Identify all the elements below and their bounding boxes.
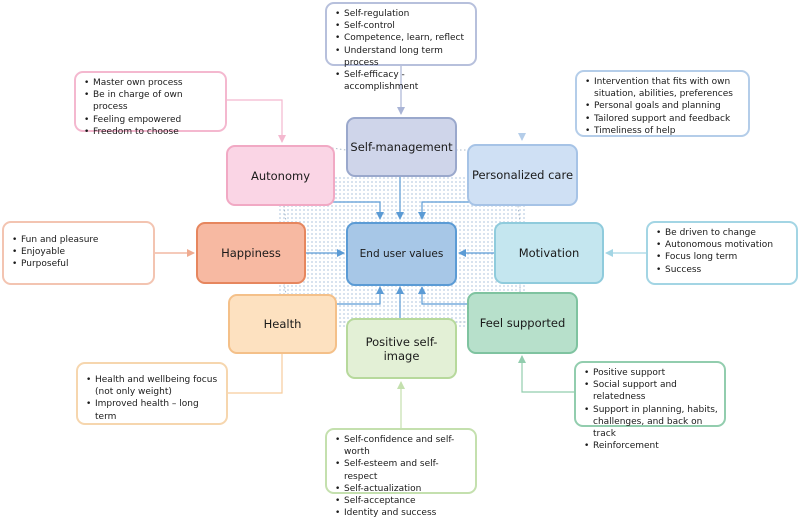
card-positive-self-image: Self-confidence and self-worth Self-este… bbox=[325, 428, 477, 519]
center-node-end-user-values: End user values bbox=[346, 222, 457, 286]
node-self-management: Self-management bbox=[346, 117, 457, 177]
node-personalized-care: Personalized care bbox=[467, 144, 578, 206]
card-item: Timeliness of help bbox=[585, 125, 742, 137]
node-personalized-care-label: Personalized care bbox=[471, 168, 574, 182]
card-item: Focus long term bbox=[656, 251, 790, 263]
card-item: Competence, learn, reflect bbox=[335, 32, 469, 44]
card-item: Enjoyable bbox=[12, 246, 147, 258]
card-item: Purposeful bbox=[12, 258, 147, 270]
node-happiness: Happiness bbox=[196, 222, 306, 284]
card-item: Improved health – long term bbox=[86, 398, 220, 422]
card-feel-supported: Positive support Social support and rela… bbox=[574, 361, 726, 453]
card-item: Understand long term process bbox=[335, 45, 469, 69]
node-positive-self-image: Positive self-image bbox=[346, 318, 457, 379]
card-item: Feeling empowered bbox=[84, 114, 219, 126]
card-item: Be in charge of own process bbox=[84, 89, 219, 113]
card-item: Self-control bbox=[335, 20, 469, 32]
card-item: Master own process bbox=[84, 77, 219, 89]
card-item: Self-esteem and self-respect bbox=[335, 458, 469, 482]
node-health-label: Health bbox=[263, 317, 302, 331]
card-item: Freedom to choose bbox=[84, 126, 219, 138]
card-autonomy: Master own process Be in charge of own p… bbox=[74, 71, 227, 138]
card-item: Intervention that fits with own situatio… bbox=[585, 76, 742, 100]
card-item: Self-efficacy - accomplishment bbox=[335, 69, 469, 93]
card-item: Positive support bbox=[584, 367, 718, 379]
node-health: Health bbox=[228, 294, 337, 354]
node-autonomy-label: Autonomy bbox=[250, 168, 311, 183]
node-self-management-label: Self-management bbox=[350, 140, 453, 154]
card-item: Identity and success bbox=[335, 507, 469, 519]
node-feel-supported-label: Feel supported bbox=[479, 316, 566, 330]
node-positive-self-image-label: Positive self-image bbox=[365, 334, 438, 363]
card-item: Self-confidence and self-worth bbox=[335, 434, 469, 458]
card-happiness: Fun and pleasure Enjoyable Purposeful bbox=[2, 221, 155, 285]
card-motivation: Be driven to change Autonomous motivatio… bbox=[646, 221, 798, 285]
card-item: Tailored support and feedback bbox=[585, 113, 742, 125]
card-item: Fun and pleasure bbox=[12, 234, 147, 246]
node-motivation: Motivation bbox=[494, 222, 604, 284]
node-autonomy: Autonomy bbox=[226, 145, 335, 206]
center-node-label: End user values bbox=[359, 248, 444, 260]
card-item: Autonomous motivation bbox=[656, 239, 790, 251]
node-motivation-label: Motivation bbox=[518, 246, 580, 260]
node-feel-supported: Feel supported bbox=[467, 292, 578, 354]
card-item: Self-regulation bbox=[335, 8, 469, 20]
card-item: Health and wellbeing focus (not only wei… bbox=[86, 374, 220, 398]
card-item: Social support and relatedness bbox=[584, 379, 718, 403]
card-item: Success bbox=[656, 264, 790, 276]
card-item: Self-actualization bbox=[335, 483, 469, 495]
card-item: Personal goals and planning bbox=[585, 100, 742, 112]
card-item: Reinforcement bbox=[584, 440, 718, 452]
card-self-management: Self-regulation Self-control Competence,… bbox=[325, 2, 477, 92]
card-item: Support in planning, habits, challenges,… bbox=[584, 404, 718, 441]
node-happiness-label: Happiness bbox=[221, 246, 281, 260]
card-health: Health and wellbeing focus (not only wei… bbox=[76, 362, 228, 425]
card-personalized-care: Intervention that fits with own situatio… bbox=[575, 70, 750, 137]
arrows-from-cards bbox=[155, 66, 646, 430]
card-item: Be driven to change bbox=[656, 227, 790, 239]
